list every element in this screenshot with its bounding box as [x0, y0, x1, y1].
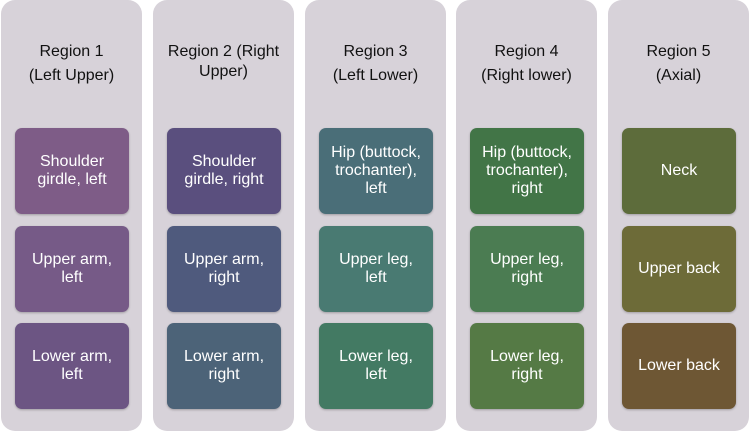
region-item-box: Upper arm, right: [167, 226, 281, 312]
region-title-line: Region 1: [39, 43, 104, 60]
region-title-line: Region 4: [494, 43, 559, 60]
region-title-line: Upper): [199, 63, 248, 80]
region-column-3: Region 3 (Left Lower) Hip (buttock, troc…: [305, 0, 446, 431]
region-item-box: Upper back: [622, 226, 736, 312]
region-title: Region 2 (Right Upper): [153, 40, 294, 84]
region-title-line: (Right lower): [481, 67, 572, 84]
region-title: Region 1 (Left Upper): [1, 40, 142, 88]
region-title-line: (Axial): [655, 67, 702, 84]
region-item-box: Upper leg, left: [319, 226, 433, 312]
region-title-line: Region 3: [343, 43, 408, 60]
region-title-line: Region 2 (Right: [167, 43, 280, 60]
region-title-line: Region 5: [646, 43, 711, 60]
region-item-box: Upper arm, left: [15, 226, 129, 312]
region-column-1: Region 1 (Left Upper) Shoulder girdle, l…: [1, 0, 142, 431]
region-item-box: Lower leg, left: [319, 323, 433, 409]
region-column-5: Region 5 (Axial) Neck Upper back Lower b…: [608, 0, 749, 431]
region-item-box: Lower arm, left: [15, 323, 129, 409]
region-title-line: (Left Lower): [332, 67, 419, 84]
region-item-box: Lower leg, right: [470, 323, 584, 409]
region-item-box: Hip (buttock, trochanter), right: [470, 128, 584, 214]
region-item-box: Neck: [622, 128, 736, 214]
region-item-box: Lower arm, right: [167, 323, 281, 409]
region-column-4: Region 4 (Right lower) Hip (buttock, tro…: [456, 0, 597, 431]
region-item-box: Upper leg, right: [470, 226, 584, 312]
region-item-box: Shoulder girdle, right: [167, 128, 281, 214]
region-title: Region 4 (Right lower): [456, 40, 597, 88]
region-title: Region 5 (Axial): [608, 40, 749, 88]
region-item-box: Lower back: [622, 323, 736, 409]
region-item-box: Shoulder girdle, left: [15, 128, 129, 214]
region-column-2: Region 2 (Right Upper) Shoulder girdle, …: [153, 0, 294, 431]
region-title-line: (Left Upper): [28, 67, 115, 84]
region-title: Region 3 (Left Lower): [305, 40, 446, 88]
region-item-box: Hip (buttock, trochanter), left: [319, 128, 433, 214]
